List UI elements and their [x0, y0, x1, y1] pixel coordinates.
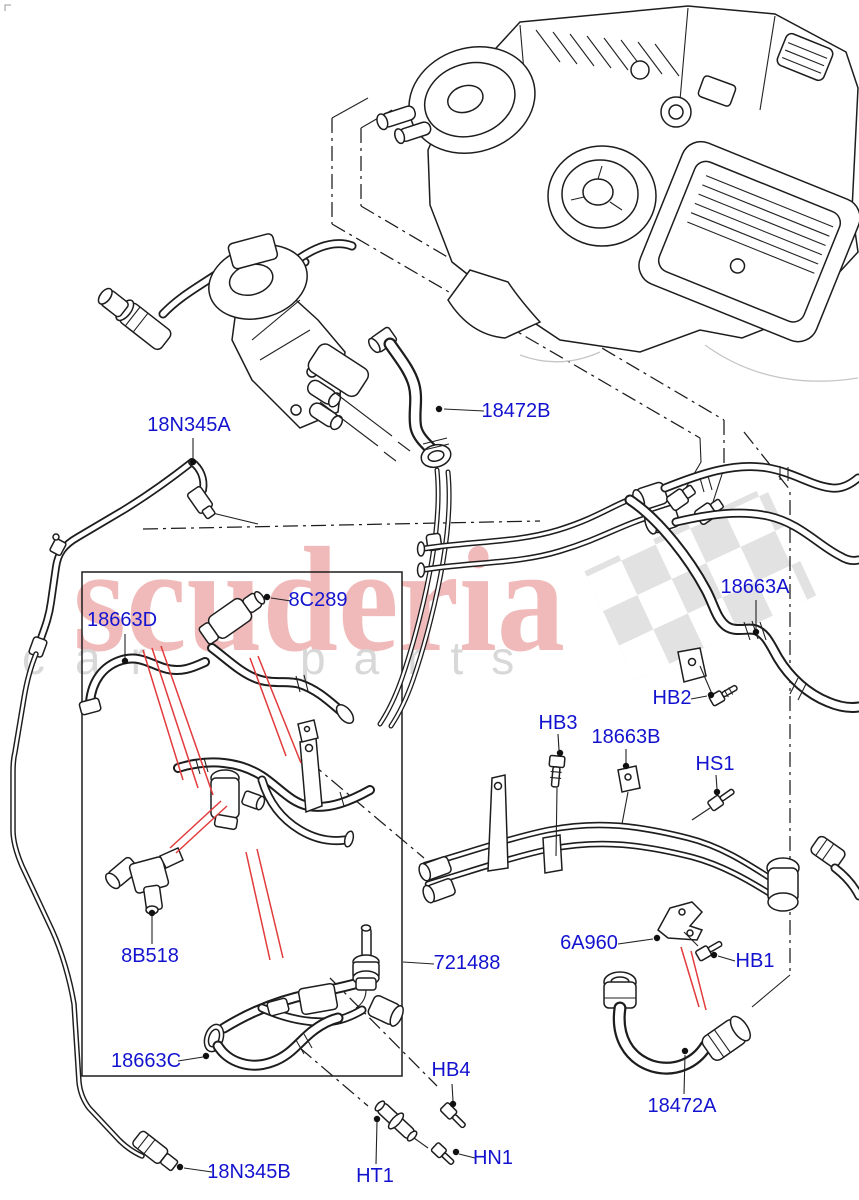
bolt-hn1: [430, 1142, 455, 1165]
pipe-valve: [766, 857, 800, 912]
part-label-HB4[interactable]: HB4: [432, 1059, 471, 1081]
reference-leader-lines: [142, 97, 791, 1149]
sensor-8c289: [198, 590, 266, 645]
pump-body: [208, 233, 308, 320]
hose-network: [10, 326, 859, 1172]
inbox-manifold: [173, 719, 375, 848]
heater-core-stub: [776, 32, 834, 82]
blower-wheel-center: [547, 145, 657, 247]
auxiliary-pump-assembly: [97, 233, 411, 462]
part-label-8B518[interactable]: 8B518: [121, 945, 179, 967]
corner-mark: [4, 4, 11, 11]
hose-18663c: [203, 1012, 344, 1071]
blower-housing-left: [376, 45, 536, 155]
part-label-HB1[interactable]: HB1: [736, 950, 775, 972]
pump-outlet-ports: [306, 343, 370, 431]
part-label-18663C[interactable]: 18663C: [111, 1050, 181, 1072]
pipes-upper-right: [416, 461, 859, 578]
part-label-18663B[interactable]: 18663B: [592, 726, 661, 748]
part-label-18N345A[interactable]: 18N345A: [147, 414, 231, 436]
valve-8b518: [104, 847, 184, 915]
fitting-ht1: [374, 1100, 418, 1142]
part-label-HT1[interactable]: HT1: [356, 1165, 394, 1187]
part-label-HN1[interactable]: HN1: [473, 1147, 513, 1169]
evaporator-cover: [638, 140, 859, 343]
part-label-18472B[interactable]: 18472B: [482, 400, 551, 422]
pump-inlet-fitting: [97, 287, 172, 351]
part-label-18472A[interactable]: 18472A: [648, 1095, 718, 1117]
bolt-hs1: [707, 788, 735, 812]
manifold-721488: [218, 924, 404, 1034]
red-callout-lines: [142, 645, 707, 1011]
part-label-6A960[interactable]: 6A960: [560, 932, 618, 954]
label-leaders: [121, 405, 760, 1173]
part-labels: 18N345A 18472B 18663A 8C289 18663D HB2 H…: [87, 400, 790, 1187]
hvac-assembly: [376, 5, 859, 382]
detail-box: [81, 571, 403, 1077]
connector-18n345b: [132, 1130, 179, 1172]
bolt-hb1: [695, 940, 723, 962]
hose-18n345a: [10, 458, 216, 1172]
bolt-hb3: [548, 754, 566, 788]
inbox-valve: [210, 769, 266, 831]
part-label-HB3[interactable]: HB3: [539, 712, 578, 734]
part-label-8C289[interactable]: 8C289: [289, 589, 348, 611]
pipes-18663b-assembly: [418, 765, 859, 912]
part-label-721488[interactable]: 721488: [434, 952, 501, 974]
part-label-18663A[interactable]: 18663A: [721, 576, 791, 598]
hose-18663d: [78, 643, 355, 725]
bracket-6a960: [657, 901, 704, 947]
part-label-18663D[interactable]: 18663D: [87, 609, 157, 631]
part-label-HB2[interactable]: HB2: [653, 687, 692, 709]
housing-ribs: [535, 29, 680, 77]
hose-18472b: [367, 326, 452, 729]
hose-18472a: [603, 971, 752, 1075]
part-label-HS1[interactable]: HS1: [696, 753, 735, 775]
part-label-18N345B[interactable]: 18N345B: [207, 1161, 290, 1183]
